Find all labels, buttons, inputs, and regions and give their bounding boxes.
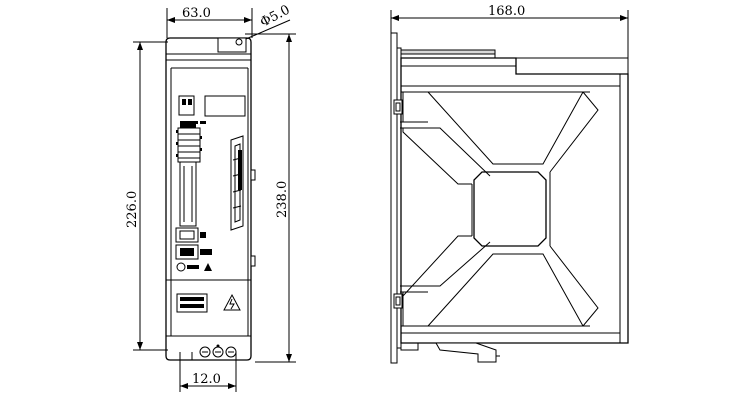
side-clips: [393, 99, 403, 309]
front-view: 63.0 Φ5.0 226.0 238.0 12.0: [125, 3, 296, 392]
inner-height-dimension: 226.0: [125, 41, 168, 351]
width-dim-label: 63.0: [182, 6, 211, 21]
comm-ports: [175, 227, 212, 260]
slot-dimension: 12.0: [179, 352, 237, 392]
drive-housing: [165, 37, 256, 361]
warning-triangle-icon: [204, 263, 212, 271]
inner-height-dim-label: 226.0: [125, 191, 140, 228]
depth-dimension: 168.0: [390, 4, 629, 80]
bottom-terminals: [179, 344, 237, 360]
mounting-plate: [390, 32, 402, 364]
x-rib-frame: [402, 91, 599, 327]
depth-dim-label: 168.0: [488, 4, 525, 19]
total-height-dimension: 238.0: [245, 33, 296, 363]
top-fins: [400, 49, 628, 59]
high-voltage-warning-icon: [223, 293, 241, 311]
slot-dim-label: 12.0: [192, 372, 221, 387]
power-terminal: [176, 293, 241, 313]
ground-icon: [176, 262, 186, 272]
motor-connector: [230, 135, 244, 231]
side-view: 168.0: [390, 4, 629, 364]
side-body: [400, 57, 629, 344]
hole-dimension: Φ5.0: [238, 3, 293, 43]
display-panel: [178, 95, 246, 117]
mounting-hole-icon: [235, 38, 243, 46]
status-symbols: [176, 262, 212, 272]
width-dimension: 63.0: [166, 6, 253, 38]
bottom-bracket: [400, 342, 500, 363]
total-height-dim-label: 238.0: [275, 181, 290, 218]
signal-connector: [176, 121, 206, 227]
